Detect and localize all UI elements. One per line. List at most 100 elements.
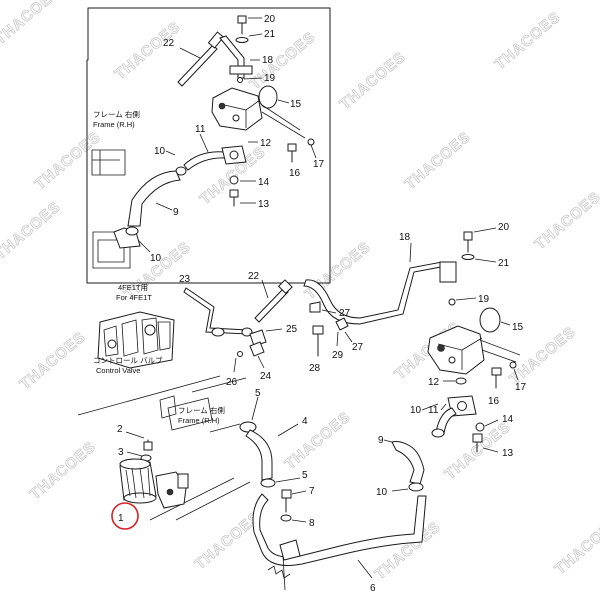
callout: 7 xyxy=(309,486,315,497)
inset-pipe-11 xyxy=(183,151,227,171)
watermark-text: THACOES xyxy=(32,128,104,193)
washer-26 xyxy=(237,351,243,357)
callout: 26 xyxy=(226,377,238,388)
bolt-2 xyxy=(143,441,153,451)
inset-callout: 10 xyxy=(154,146,166,157)
inset-callout: 11 xyxy=(195,124,206,135)
break-mark xyxy=(267,565,291,579)
inset-callout: 15 xyxy=(290,99,302,110)
watermark-text: THACOES xyxy=(492,8,564,73)
callout: 27 xyxy=(352,342,364,353)
callout: 28 xyxy=(309,363,321,374)
washer-21 xyxy=(461,254,475,260)
fitting-25 xyxy=(249,329,267,347)
inset-callout: 18 xyxy=(262,55,274,66)
frame-bracket-lower xyxy=(77,375,251,521)
engine-label-en: For 4FE1T xyxy=(116,293,152,302)
bolt-16 xyxy=(491,367,502,376)
clamp-10 xyxy=(431,428,445,438)
inset-frame-label-jp: フレーム 右側 xyxy=(93,109,140,119)
hose-9 xyxy=(391,441,425,485)
watermark-text: THACOES xyxy=(112,18,184,83)
inset-callout: 12 xyxy=(260,138,272,149)
control-valve-label-jp: コントロール バルブ xyxy=(93,355,163,365)
inset-hose-9 xyxy=(127,170,181,227)
inset-bolt-16 xyxy=(287,143,297,152)
washer-14 xyxy=(475,422,485,432)
watermark-text: THACOES xyxy=(27,438,99,503)
callout: 29 xyxy=(332,350,344,361)
clamp-5 xyxy=(239,421,257,433)
callout: 19 xyxy=(478,294,490,305)
watermark-text: THACOES xyxy=(0,198,64,263)
engine-label-jp: 4FE1T用 xyxy=(118,283,148,292)
bolt-20 xyxy=(463,231,473,241)
bolt-13 xyxy=(472,433,483,443)
callout: 10 xyxy=(410,405,422,416)
seal-15 xyxy=(479,307,501,333)
watermark-layer: THACOES THACOES THACOES THACOES THACOES … xyxy=(0,0,600,583)
frame-bracket xyxy=(91,149,131,269)
hose-4 xyxy=(245,429,273,481)
callout: 23 xyxy=(179,274,191,285)
clamp-10b xyxy=(408,482,424,492)
fitting-24 xyxy=(249,341,265,357)
inset-callout: 17 xyxy=(313,159,325,170)
control-valve xyxy=(97,311,175,369)
callout: 25 xyxy=(286,324,298,335)
watermark-text: THACOES xyxy=(532,188,600,253)
clamp-5b xyxy=(260,478,276,488)
washer-8 xyxy=(280,514,292,522)
inset-oring-19 xyxy=(237,77,243,83)
inset-callout: 21 xyxy=(264,29,276,40)
callout: 17 xyxy=(515,382,527,393)
callout: 24 xyxy=(260,371,272,382)
callout: 11 xyxy=(428,405,439,416)
pump-body xyxy=(427,325,521,375)
inset-callout: 20 xyxy=(264,14,276,25)
inset-washer-21 xyxy=(235,37,249,43)
callout: 14 xyxy=(502,414,514,425)
inset-clamp-10b xyxy=(125,226,139,236)
frame-label-jp: フレーム 右側 xyxy=(178,405,225,415)
inset-bolt-13 xyxy=(229,189,239,198)
inset-bolt-20 xyxy=(237,15,247,24)
callout: 5 xyxy=(255,388,261,399)
callout: 16 xyxy=(488,396,500,407)
watermark-text: THACOES xyxy=(17,328,89,393)
callout: 4 xyxy=(302,416,308,427)
inset-washer-14 xyxy=(229,175,239,185)
watermark-text: THACOES xyxy=(302,238,374,303)
inset-callout: 22 xyxy=(163,38,175,49)
callout: 20 xyxy=(498,222,510,233)
washer-12 xyxy=(455,377,467,385)
callout: 10 xyxy=(376,487,388,498)
callout: 21 xyxy=(498,258,510,269)
oring-19 xyxy=(448,298,456,306)
pipe-23 xyxy=(183,287,249,335)
watermark-text: THACOES xyxy=(247,28,319,93)
inset-callout: 13 xyxy=(258,199,270,210)
inset-callout: 9 xyxy=(173,207,179,218)
watermark-text: THACOES xyxy=(372,518,444,583)
fitting-27 xyxy=(309,301,321,313)
callout: 9 xyxy=(378,435,384,446)
inset-detail: フレーム 右側 Frame (R.H) 22 18 20 21 19 15 xyxy=(86,7,331,284)
inset-pump-body xyxy=(211,87,306,139)
washer-17 xyxy=(509,361,517,369)
inset-callout: 19 xyxy=(264,73,276,84)
watermark-text: THACOES xyxy=(552,513,600,578)
inset-frame-label-en: Frame (R.H) xyxy=(93,120,135,129)
inset-pipe-22 xyxy=(177,44,218,87)
pipe-6 xyxy=(252,493,427,566)
callout: 27 xyxy=(339,308,351,319)
inset-callout: 10 xyxy=(150,253,162,264)
inset-seal-15 xyxy=(258,85,278,109)
clamp-bracket xyxy=(279,539,301,561)
bolt-7 xyxy=(281,489,292,499)
inset-callout: 14 xyxy=(258,177,270,188)
watermark-text: THACOES xyxy=(0,0,64,48)
callout: 8 xyxy=(309,518,315,529)
watermark-text: THACOES xyxy=(282,408,354,473)
